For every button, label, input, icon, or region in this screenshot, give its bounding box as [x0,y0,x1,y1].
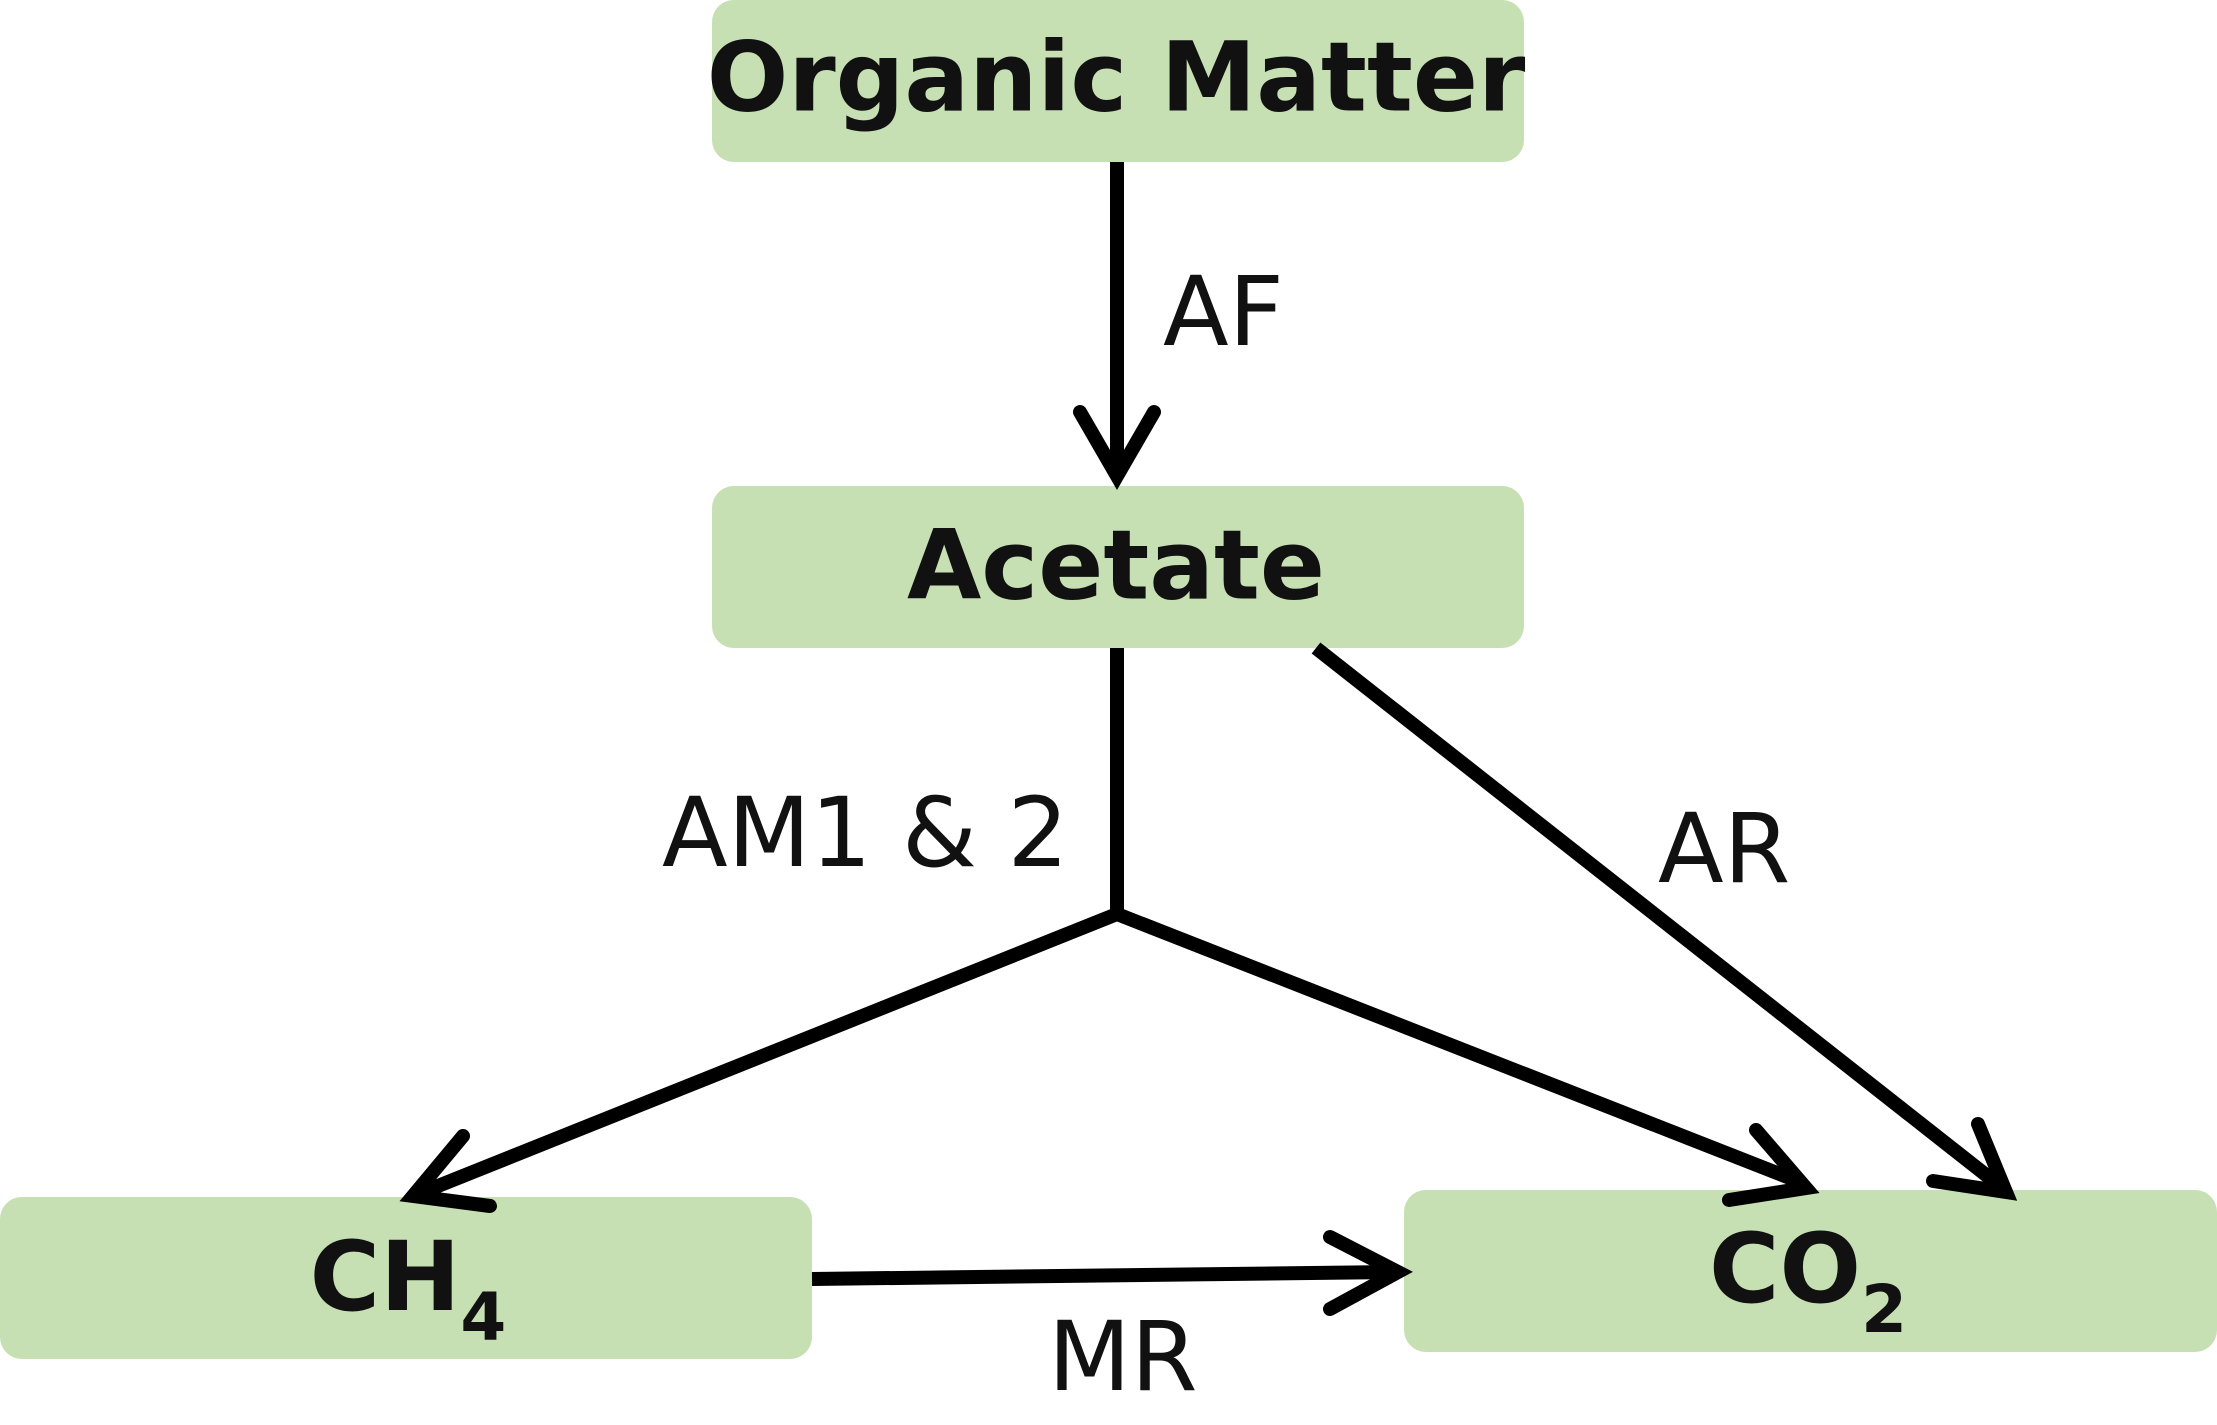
edge-mr-label: MR [1048,1301,1198,1413]
node-co2-main: CO [1709,1213,1861,1325]
edge-am-co2-arrowhead [1722,1123,1820,1207]
edge-ar-arrowhead [1926,1117,2018,1201]
node-organic-matter: Organic Matter [707,0,1526,162]
node-co2-subscript: 2 [1861,1271,1907,1348]
node-acetate-box [712,486,1524,648]
edge-mr-line [811,1265,1395,1286]
edge-am-branch-ch4 [415,907,1120,1201]
edge-mr-arrowhead [1323,1230,1413,1316]
edge-am-label: AM1 & 2 [662,777,1069,889]
node-ch4-box [0,1197,812,1359]
edge-am-branch-co2 [1114,907,1803,1189]
node-co2: CO2 [1404,1190,2217,1352]
node-ch4: CH4 [0,1197,812,1359]
edge-am: AM1 & 2 [399,648,1820,1213]
node-ch4-subscript: 4 [460,1279,506,1356]
node-ch4-label: CH4 [310,1221,507,1356]
node-organic-matter-label: Organic Matter [707,21,1526,133]
node-co2-box [1404,1190,2217,1352]
edge-ar-line [1311,642,2005,1192]
edge-af-arrowhead [1073,405,1161,490]
node-ch4-main: CH [310,1221,461,1333]
edge-ar: AR [1311,642,2018,1201]
edge-af-label: AF [1163,256,1284,368]
node-organic-matter-box [712,0,1524,162]
edge-af: AF [1073,162,1284,490]
node-acetate-label: Acetate [907,509,1325,621]
node-acetate: Acetate [712,486,1524,648]
edge-am-ch4-arrowhead [399,1129,497,1213]
edge-mr: MR [811,1230,1413,1413]
node-co2-label: CO2 [1709,1213,1907,1348]
edge-ar-label: AR [1658,793,1790,905]
